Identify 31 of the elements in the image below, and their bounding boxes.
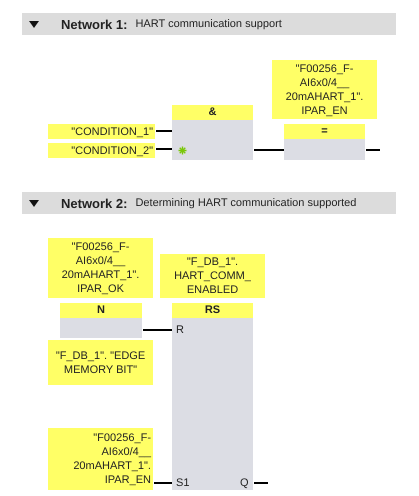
network-header: [22, 13, 396, 35]
connection-line: [156, 130, 172, 132]
block-type: N: [60, 303, 142, 318]
network-title: Determining HART communication supported: [135, 197, 356, 209]
logic-block: [172, 303, 253, 490]
logic-block: [60, 303, 142, 338]
operand-box: "F00256_F- AI6x0/4__ 20mAHART_1". IPAR_OK: [48, 238, 153, 298]
pin-label: Q: [240, 477, 249, 490]
connection-line: [254, 149, 284, 151]
block-type: RS: [172, 303, 253, 318]
logic-block: [172, 105, 253, 160]
network-title: HART communication support: [135, 18, 282, 30]
operand-box: "F00256_F- AI6x0/4__ 20mAHART_1". IPAR_EN: [272, 60, 377, 119]
network-number: Network 2:: [61, 196, 128, 210]
operand-box: "CONDITION_2": [48, 143, 155, 158]
connection-line: [143, 329, 172, 331]
operand-box: "F00256_F- AI6x0/4__ 20mAHART_1". IPAR_EN: [48, 428, 153, 490]
operand-box: "F_DB_1". "EDGE MEMORY BIT": [48, 340, 153, 385]
connection-line: [366, 149, 380, 151]
connection-line: [254, 482, 268, 484]
block-type: =: [284, 124, 365, 139]
block-type: &: [172, 105, 253, 120]
logic-block: [284, 124, 365, 160]
operand-box: "CONDITION_1": [48, 124, 155, 139]
network-header: [22, 192, 396, 214]
network-number: Network 1:: [61, 16, 128, 32]
connection-line: [156, 148, 172, 150]
pin-label: S1: [176, 477, 190, 490]
operand-box: "F_DB_1". HART_COMM_ ENABLED: [160, 254, 265, 298]
pin-label: R: [176, 324, 184, 337]
connection-line: [154, 482, 172, 484]
